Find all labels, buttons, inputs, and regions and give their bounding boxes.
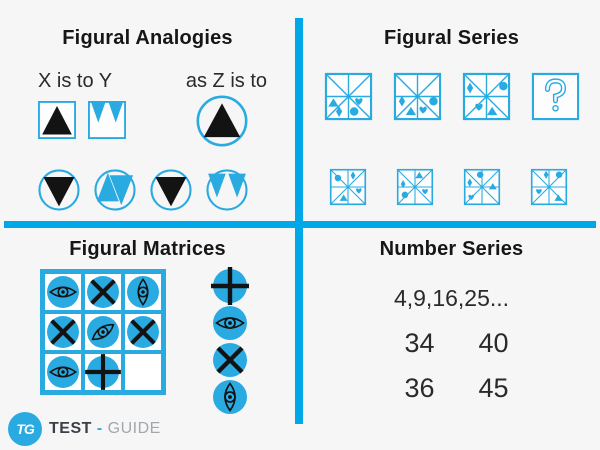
eye-h-icon: [47, 356, 79, 388]
series-option-2[interactable]: [396, 168, 434, 206]
number-series-title: Number Series: [379, 238, 524, 260]
series-sequence-row: [303, 72, 600, 121]
prompt-x-is-to-y: X is to Y: [38, 70, 113, 92]
analogy-options: [0, 169, 295, 211]
cross-x-icon: [87, 276, 119, 308]
analogy-option-1[interactable]: [38, 169, 80, 211]
logo-word-guide: GUIDE: [107, 420, 161, 437]
figural-analogies-section: Figural Analogies X is to Y as Z is to: [0, 0, 295, 221]
analogy-figure-x: [38, 101, 76, 139]
eye-h-icon: [47, 276, 79, 308]
figural-matrices-title: Figural Matrices: [69, 238, 226, 260]
analogy-figure-y: [88, 101, 126, 139]
eye-v-icon: [127, 276, 159, 308]
figural-series-section: Figural Series: [303, 0, 600, 221]
figural-analogies-title: Figural Analogies: [62, 27, 233, 49]
matrix-options: [211, 267, 249, 414]
series-options-row: [303, 168, 600, 206]
matrix-cell-r2c1: [45, 314, 81, 350]
prompt-as-z-is-to: as Z is to: [185, 70, 267, 92]
matrix-cell-r1c3: [125, 274, 161, 310]
matrix-cell-empty: [125, 354, 161, 390]
cross-plus-icon: [85, 354, 121, 390]
logo-wordmark: TEST - GUIDE: [49, 420, 161, 438]
cross-x-icon: [47, 316, 79, 348]
figural-matrices-section: Figural Matrices: [0, 228, 295, 450]
horizontal-divider: [4, 221, 596, 228]
matrix-body: [0, 267, 295, 414]
cross-x-icon: [127, 316, 159, 348]
matrix-cell-r2c3: [125, 314, 161, 350]
analogy-option-2[interactable]: [94, 169, 136, 211]
analogy-option-3[interactable]: [150, 169, 192, 211]
matrix-cell-r1c1: [45, 274, 81, 310]
analogy-stimuli: [0, 95, 295, 147]
matrix-cell-r3c2: [85, 354, 121, 390]
number-option-4[interactable]: 45: [478, 373, 509, 403]
analogy-figure-z: [196, 95, 248, 147]
logo-word-test: TEST: [49, 420, 92, 437]
number-options: 34 40 36 45: [308, 328, 600, 404]
series-option-1[interactable]: [329, 168, 367, 206]
series-cell-3: [462, 72, 511, 121]
series-cell-2: [393, 72, 442, 121]
matrix-grid: [40, 269, 166, 395]
number-option-3[interactable]: 36: [404, 373, 435, 403]
matrix-option-1[interactable]: [211, 267, 249, 305]
matrix-cell-r1c2: [85, 274, 121, 310]
eye-tilt-icon: [87, 316, 119, 348]
matrix-cell-r2c2: [85, 314, 121, 350]
number-option-1[interactable]: 34: [404, 328, 435, 358]
figural-series-title: Figural Series: [383, 27, 520, 49]
logo-monogram: TG: [16, 421, 34, 437]
matrix-option-4[interactable]: [213, 380, 247, 414]
series-cell-1: [324, 72, 373, 121]
test-guide-logo: TG TEST - GUIDE: [8, 412, 161, 446]
series-option-3[interactable]: [463, 168, 501, 206]
test-guide-logo-icon: TG: [8, 412, 42, 446]
analogy-prompts: X is to Y as Z is to: [0, 50, 295, 93]
analogy-option-4[interactable]: [206, 169, 248, 211]
number-option-2[interactable]: 40: [478, 328, 509, 358]
matrix-option-3[interactable]: [213, 343, 247, 377]
number-sequence: 4,9,16,25...: [393, 285, 510, 311]
matrix-cell-r3c1: [45, 354, 81, 390]
logo-hyphen: -: [96, 420, 103, 437]
matrix-option-2[interactable]: [213, 306, 247, 340]
series-option-4[interactable]: [530, 168, 568, 206]
number-series-section: Number Series 4,9,16,25... 34 40 36 45: [303, 228, 600, 450]
series-question-cell: [531, 72, 580, 121]
